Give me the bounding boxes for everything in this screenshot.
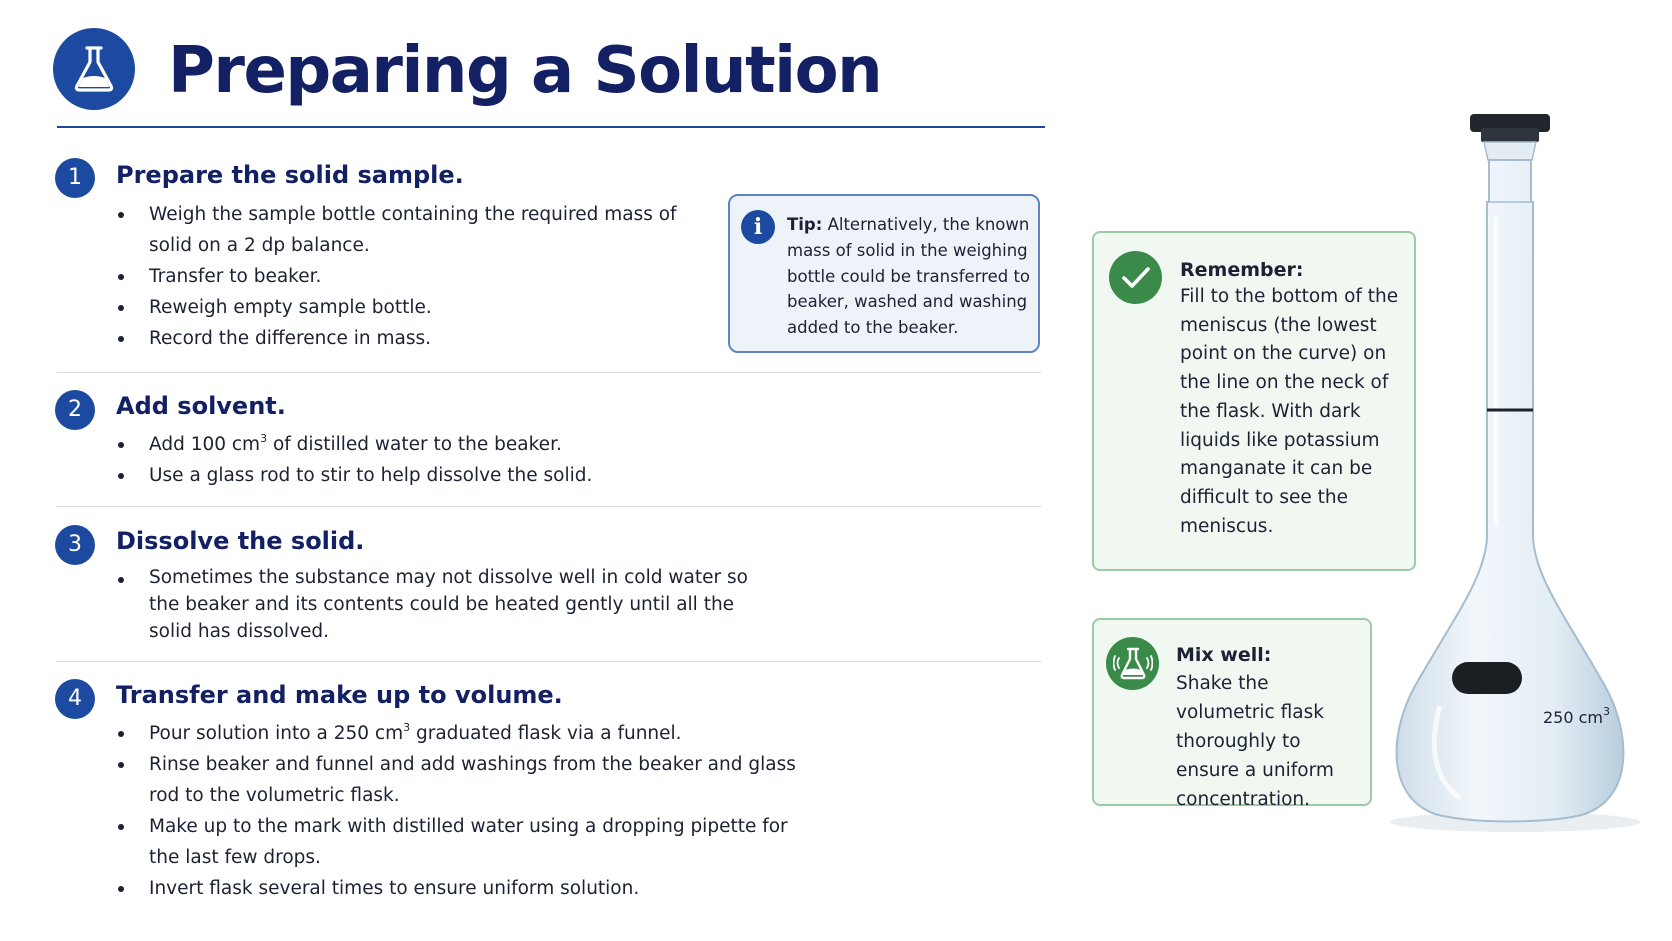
step-divider	[57, 506, 1041, 507]
step-divider	[57, 661, 1041, 662]
step-divider	[57, 372, 1041, 373]
list-item: Reweigh empty sample bottle.	[116, 292, 706, 323]
step-4-title: Transfer and make up to volume.	[116, 681, 563, 709]
list-item: Sometimes the substance may not dissolve…	[116, 564, 751, 645]
flask-logo-icon	[53, 28, 135, 110]
step-2-list: Add 100 cm3 of distilled water to the be…	[116, 429, 816, 491]
check-icon	[1109, 251, 1162, 304]
list-item: Weigh the sample bottle containing the r…	[116, 199, 706, 261]
step-3-list: Sometimes the substance may not dissolve…	[116, 564, 751, 645]
step-3-title: Dissolve the solid.	[116, 527, 365, 555]
list-item: Transfer to beaker.	[116, 261, 706, 292]
flask-stopper	[1470, 114, 1550, 132]
title-divider	[57, 126, 1045, 128]
list-item: Record the difference in mass.	[116, 323, 706, 354]
page-title: Preparing a Solution	[168, 34, 883, 108]
list-item: Use a glass rod to stir to help dissolve…	[116, 460, 816, 491]
step-1-badge: 1	[55, 158, 95, 198]
list-item: Add 100 cm3 of distilled water to the be…	[116, 429, 816, 460]
mix-title: Mix well:	[1176, 644, 1272, 666]
step-1-list: Weigh the sample bottle containing the r…	[116, 199, 706, 354]
list-item: Rinse beaker and funnel and add washings…	[116, 749, 796, 811]
tip-body: Alternatively, the known mass of solid i…	[787, 215, 1031, 338]
list-item: Invert flask several times to ensure uni…	[116, 873, 796, 904]
shaking-flask-icon	[1106, 637, 1159, 690]
step-2-title: Add solvent.	[116, 392, 286, 420]
info-icon: i	[741, 210, 775, 244]
remember-text: Fill to the bottom of the meniscus (the …	[1180, 286, 1399, 537]
step-4-list: Pour solution into a 250 cm3 graduated f…	[116, 718, 796, 904]
remember-title: Remember:	[1180, 259, 1304, 281]
tip-box	[728, 194, 1040, 353]
flask-label-plate	[1452, 662, 1522, 694]
volumetric-flask-illustration	[1390, 114, 1640, 832]
tip-text: Tip: Alternatively, the known mass of so…	[787, 212, 1032, 341]
list-item: Make up to the mark with distilled water…	[116, 811, 796, 873]
step-4-badge: 4	[55, 679, 95, 719]
step-2-badge: 2	[55, 390, 95, 430]
tip-label: Tip:	[787, 215, 823, 234]
flask-volume-label: 250 cm3	[1543, 705, 1611, 727]
step-1-title: Prepare the solid sample.	[116, 161, 464, 189]
mix-text: Shake the volumetric flask thoroughly to…	[1176, 673, 1334, 810]
step-3-badge: 3	[55, 525, 95, 565]
list-item: Pour solution into a 250 cm3 graduated f…	[116, 718, 796, 749]
